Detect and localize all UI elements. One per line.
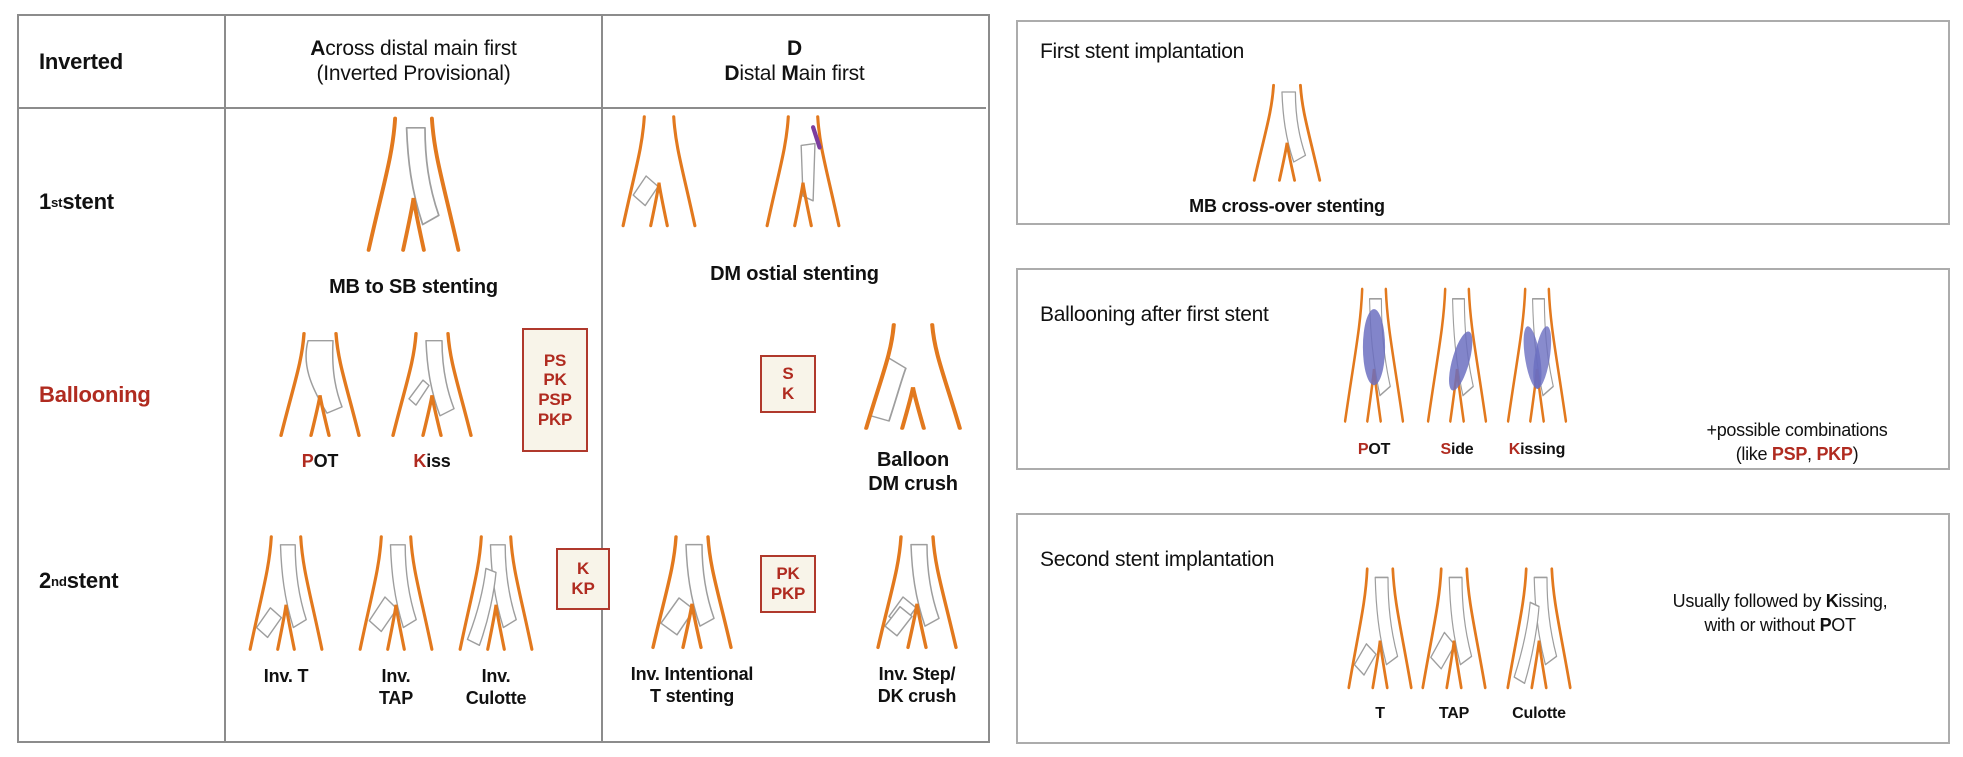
inv-tap-block: Inv. TAP — [350, 533, 442, 710]
intentional-t-label: Inv. Intentional T stenting — [630, 664, 754, 706]
crossover-diagram — [1245, 82, 1329, 192]
header-across-line2: (Inverted Provisional) — [316, 61, 511, 85]
intentional-t-diagram — [642, 533, 742, 661]
code-pk2: PK — [776, 564, 800, 584]
code-ps: PS — [543, 350, 567, 370]
inv-t-block: Inv. T — [240, 533, 332, 688]
header-across: Across distal main first (Inverted Provi… — [224, 16, 601, 109]
side-balloon-label: Side — [1440, 441, 1474, 458]
dm-ostial-diagram-1 — [613, 113, 705, 239]
header-inverted-label: Inverted — [39, 48, 123, 74]
header-d-letter: D — [787, 36, 802, 60]
dm-ballooning-codes-box: S K — [760, 355, 816, 413]
balloon-dm-crush-caption: Balloon DM crush — [868, 449, 958, 495]
cell-second-stent-across: Inv. T Inv. TAP Inv. Culotte K — [226, 533, 610, 741]
pot-diagram — [270, 330, 370, 448]
cell-ballooning-dm: S K Balloon DM crush — [603, 321, 986, 533]
culotte-diagram — [1499, 565, 1579, 702]
pot-label: POT — [301, 451, 339, 471]
tap-diagram — [1414, 565, 1494, 702]
dm-ostial-caption: DM ostial stenting — [710, 263, 879, 285]
intentional-t-block: Inv. Intentional T stenting — [630, 533, 754, 708]
kiss-block: Kiss — [382, 330, 482, 473]
panel-ballooning-after-first-stent: Ballooning after first stent POT Side Ki… — [1016, 268, 1950, 470]
mb-to-sb-caption: MB to SB stenting — [329, 276, 498, 298]
header-across-line1: Across distal main first — [310, 36, 517, 60]
code-kp: KP — [571, 579, 595, 598]
step-dk-crush-block: Inv. Step/ DK crush — [862, 533, 972, 708]
row-label-ballooning: Ballooning — [39, 382, 151, 407]
pot-balloon-diagram — [1337, 285, 1411, 437]
column-distal-main-body: DM ostial stenting S K Balloon DM crush … — [601, 109, 986, 741]
inv-tap-diagram — [350, 533, 442, 663]
panel1-title: First stent implantation — [1040, 40, 1245, 63]
inv-culotte-label: Inv. Culotte — [465, 666, 527, 708]
t-label: T — [1375, 705, 1385, 722]
mb-to-sb-diagram — [356, 114, 471, 266]
code-k: K — [576, 559, 590, 579]
step-dk-crush-label: Inv. Step/ DK crush — [877, 664, 957, 706]
column-across-body: MB to SB stenting POT Kiss PS PK PSP PKP — [224, 109, 610, 741]
cell-ballooning-across: POT Kiss PS PK PSP PKP — [226, 321, 601, 533]
code-pk: PK — [543, 370, 567, 390]
pot-block: POT — [270, 330, 370, 473]
ballooning-codes-box: PS PK PSP PKP — [522, 328, 588, 452]
inv-culotte-block: Inv. Culotte — [448, 533, 544, 710]
code-k2: K — [781, 384, 795, 403]
side-balloon-diagram — [1420, 285, 1494, 437]
kissing-pot-note: Usually followed by Kissing, with or wit… — [1672, 591, 1888, 635]
mads-classification-table: Inverted Across distal main first (Inver… — [17, 14, 990, 743]
possible-combinations-note: +possible combinations (like PSP, PKP) — [1706, 420, 1888, 464]
inv-culotte-diagram — [450, 533, 542, 663]
code-pkp2: PKP — [770, 584, 806, 603]
header-distal-main: D Distal Main first — [601, 16, 986, 109]
cell-dm-ostial: DM ostial stenting — [603, 109, 986, 321]
pot-balloon-label: POT — [1357, 441, 1391, 458]
step-dk-crush-diagram — [867, 533, 967, 661]
dm-second-stent-codes-box: PK PKP — [760, 555, 816, 613]
t-diagram — [1340, 565, 1420, 702]
dm-ostial-diagram-2 — [757, 113, 849, 239]
kissing-balloon-label: Kissing — [1508, 441, 1566, 458]
panel3-title: Second stent implantation — [1040, 548, 1275, 571]
inv-tap-label: Inv. TAP — [378, 666, 414, 708]
panel-second-stent-implantation: Second stent implantation T TAP Culotte … — [1016, 513, 1950, 744]
kiss-diagram — [382, 330, 482, 448]
inv-t-diagram — [240, 533, 332, 663]
culotte-label: Culotte — [1512, 705, 1566, 722]
header-distal-main-line2: Distal Main first — [724, 61, 865, 85]
code-psp: PSP — [538, 390, 572, 409]
crossover-caption: MB cross-over stenting — [1189, 196, 1385, 216]
kissing-balloon-diagram — [1500, 285, 1574, 437]
code-pkp: PKP — [537, 409, 573, 429]
header-inverted: Inverted — [19, 16, 224, 109]
balloon-dm-crush-block: Balloon DM crush — [853, 321, 973, 496]
panel2-title: Ballooning after first stent — [1040, 303, 1269, 326]
code-s: S — [782, 364, 794, 384]
balloon-dm-crush-diagram — [853, 321, 973, 441]
panel-first-stent-implantation: First stent implantation MB cross-over s… — [1016, 20, 1950, 225]
second-stent-codes-box: K KP — [556, 548, 610, 610]
inv-t-label: Inv. T — [263, 666, 309, 686]
tap-label: TAP — [1438, 705, 1470, 722]
cell-second-stent-dm: Inv. Intentional T stenting PK PKP Inv. … — [603, 533, 986, 741]
cell-mb-to-sb: MB to SB stenting — [226, 109, 601, 321]
kiss-label: Kiss — [413, 451, 451, 471]
